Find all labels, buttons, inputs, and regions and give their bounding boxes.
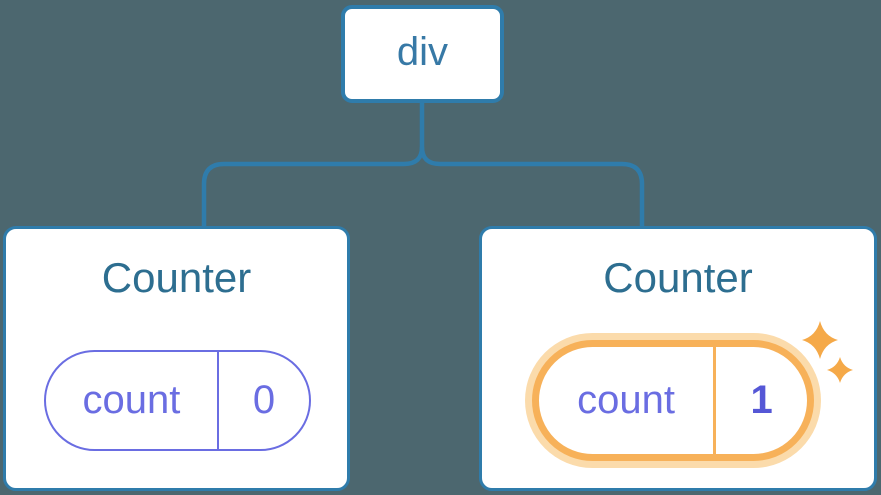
state-value: 0 <box>252 378 276 422</box>
state-value: 1 <box>750 378 773 422</box>
counter-title: Counter <box>603 254 753 301</box>
connector-right-branch <box>419 146 645 228</box>
connector-left-branch <box>201 146 425 228</box>
counter-card-right: Counter count 1 <box>479 226 877 491</box>
root-node-div: div <box>341 5 504 103</box>
counter-title: Counter <box>101 254 252 301</box>
sparkle-small <box>827 357 853 383</box>
state-pill: count 0 <box>44 350 311 451</box>
state-key-label: count <box>539 347 717 454</box>
root-node-label: div <box>396 30 449 74</box>
state-key-label: count <box>46 352 219 449</box>
counter-card-left: Counter count 0 <box>3 226 350 491</box>
state-pill-highlighted: count 1 <box>532 340 814 461</box>
sparkle-large <box>802 321 838 359</box>
